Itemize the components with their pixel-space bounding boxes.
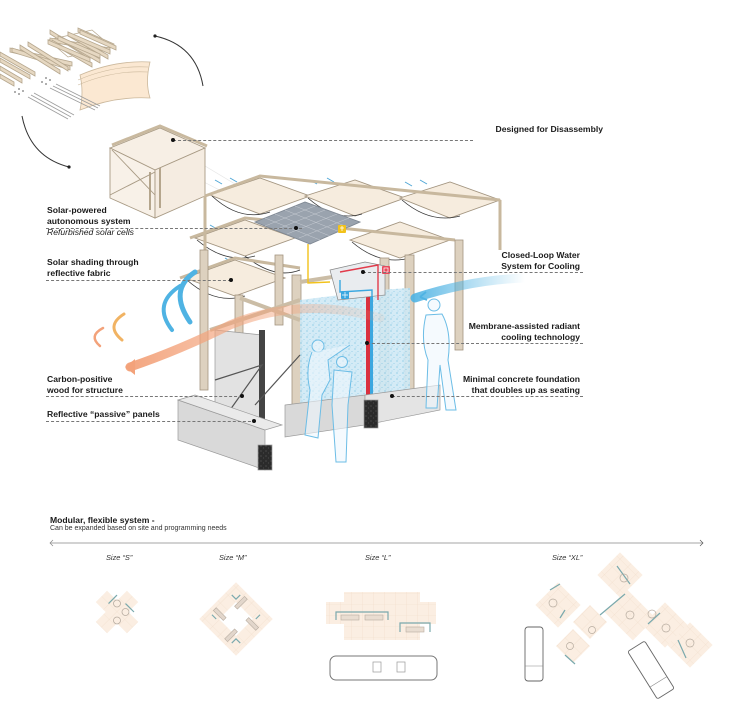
people-outlines	[304, 298, 457, 463]
leader-water	[363, 272, 583, 273]
leader-disassembly	[173, 140, 473, 141]
callout-panels: Reflective “passive” panels	[47, 409, 247, 420]
leader-dot	[390, 394, 394, 398]
leader-wood	[46, 396, 242, 397]
cold-marker	[341, 291, 349, 299]
modular-title: Modular, flexible system -	[50, 515, 155, 525]
callout-title: Closed-Loop Water	[501, 250, 580, 260]
callout-disassembly: Designed for Disassembly	[433, 124, 603, 135]
leader-shading	[46, 280, 231, 281]
leader-panels	[46, 421, 256, 422]
callout-foundation: Minimal concrete foundation that doubles…	[430, 374, 580, 396]
van-icon	[524, 626, 544, 682]
size-label-l: Size “L”	[365, 553, 391, 562]
callout-title: cooling technology	[501, 332, 580, 342]
truck-icon	[627, 641, 675, 699]
callout-title: Solar shading through	[47, 257, 139, 267]
leader-foundation	[392, 396, 583, 397]
callout-membrane: Membrane-assisted radiant cooling techno…	[440, 321, 580, 343]
callout-title: reflective fabric	[47, 268, 111, 278]
callout-title: that doubles up as seating	[471, 385, 580, 395]
water-loop	[307, 244, 386, 301]
callout-title: autonomous system	[47, 216, 131, 226]
solar-marker	[338, 225, 346, 233]
callout-shading: Solar shading through reflective fabric	[47, 257, 247, 279]
callout-title: Designed for Disassembly	[495, 124, 603, 134]
exploded-module	[108, 124, 208, 219]
person-pointing	[304, 339, 351, 439]
leader-dot	[229, 278, 233, 282]
plan-size-m	[199, 582, 273, 656]
leader-dot	[240, 394, 244, 398]
leader-dot	[252, 419, 256, 423]
leader-dot	[171, 138, 175, 142]
size-label-s: Size “S”	[106, 553, 133, 562]
modular-scale-line	[49, 539, 704, 547]
leader-dot	[365, 341, 369, 345]
bus-icon	[329, 655, 438, 681]
plan-size-s	[95, 590, 139, 634]
callout-title: wood for structure	[47, 385, 123, 395]
leader-solar	[46, 228, 302, 229]
callout-title: Membrane-assisted radiant	[468, 321, 580, 331]
person-child	[331, 356, 353, 463]
airflow	[93, 269, 530, 375]
person-standing	[422, 298, 457, 411]
roof-structure	[179, 174, 502, 299]
modular-subtitle: Can be expanded based on site and progra…	[50, 525, 227, 532]
callout-title: Solar-powered	[47, 205, 107, 215]
size-label-xl: Size “XL”	[552, 553, 583, 562]
exploded-components	[0, 27, 204, 169]
plan-size-l	[326, 592, 438, 681]
callout-water: Closed-Loop Water System for Cooling	[440, 250, 580, 272]
leader-dot	[294, 226, 298, 230]
leader-membrane	[367, 343, 583, 344]
callout-subtitle: Refurbished solar cells	[47, 227, 134, 237]
callout-title: System for Cooling	[501, 261, 580, 271]
callout-title: Reflective “passive” panels	[47, 409, 160, 419]
callout-title: Carbon-positive	[47, 374, 113, 384]
callout-wood: Carbon-positive wood for structure	[47, 374, 247, 396]
callout-title: Minimal concrete foundation	[463, 374, 580, 384]
size-label-m: Size “M”	[219, 553, 247, 562]
solar-panel	[253, 201, 362, 245]
plan-size-xl	[524, 552, 713, 699]
callout-solar: Solar-powered autonomous system Refurbis…	[47, 205, 247, 238]
leader-dot	[361, 270, 365, 274]
